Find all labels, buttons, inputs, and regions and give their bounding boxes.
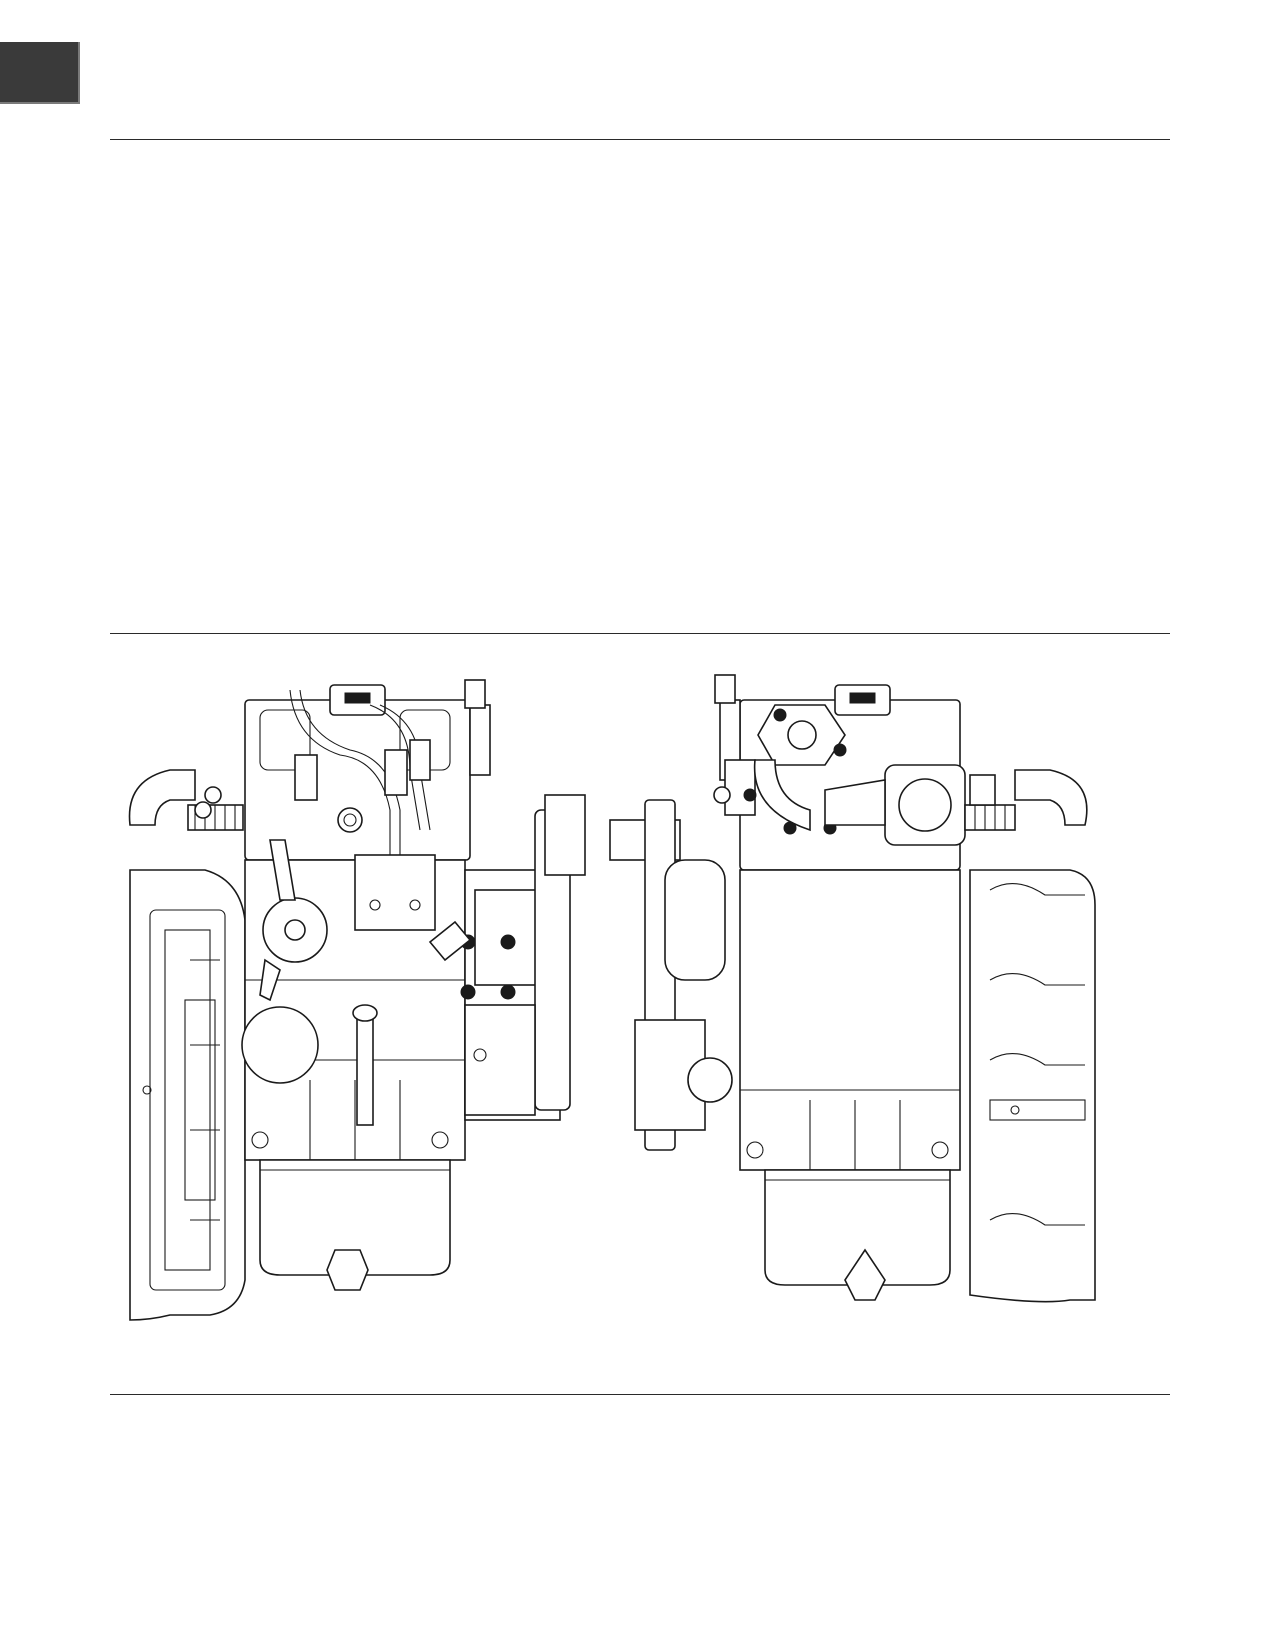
figure-bottom-divider	[110, 1394, 1170, 1395]
figure-top-divider	[110, 633, 1170, 634]
page-tab-marker	[0, 42, 80, 104]
right-view-engine	[609, 674, 1096, 1303]
left-view-engine	[128, 679, 586, 1321]
engine-illustration	[110, 660, 1170, 1370]
top-divider	[110, 139, 1170, 140]
